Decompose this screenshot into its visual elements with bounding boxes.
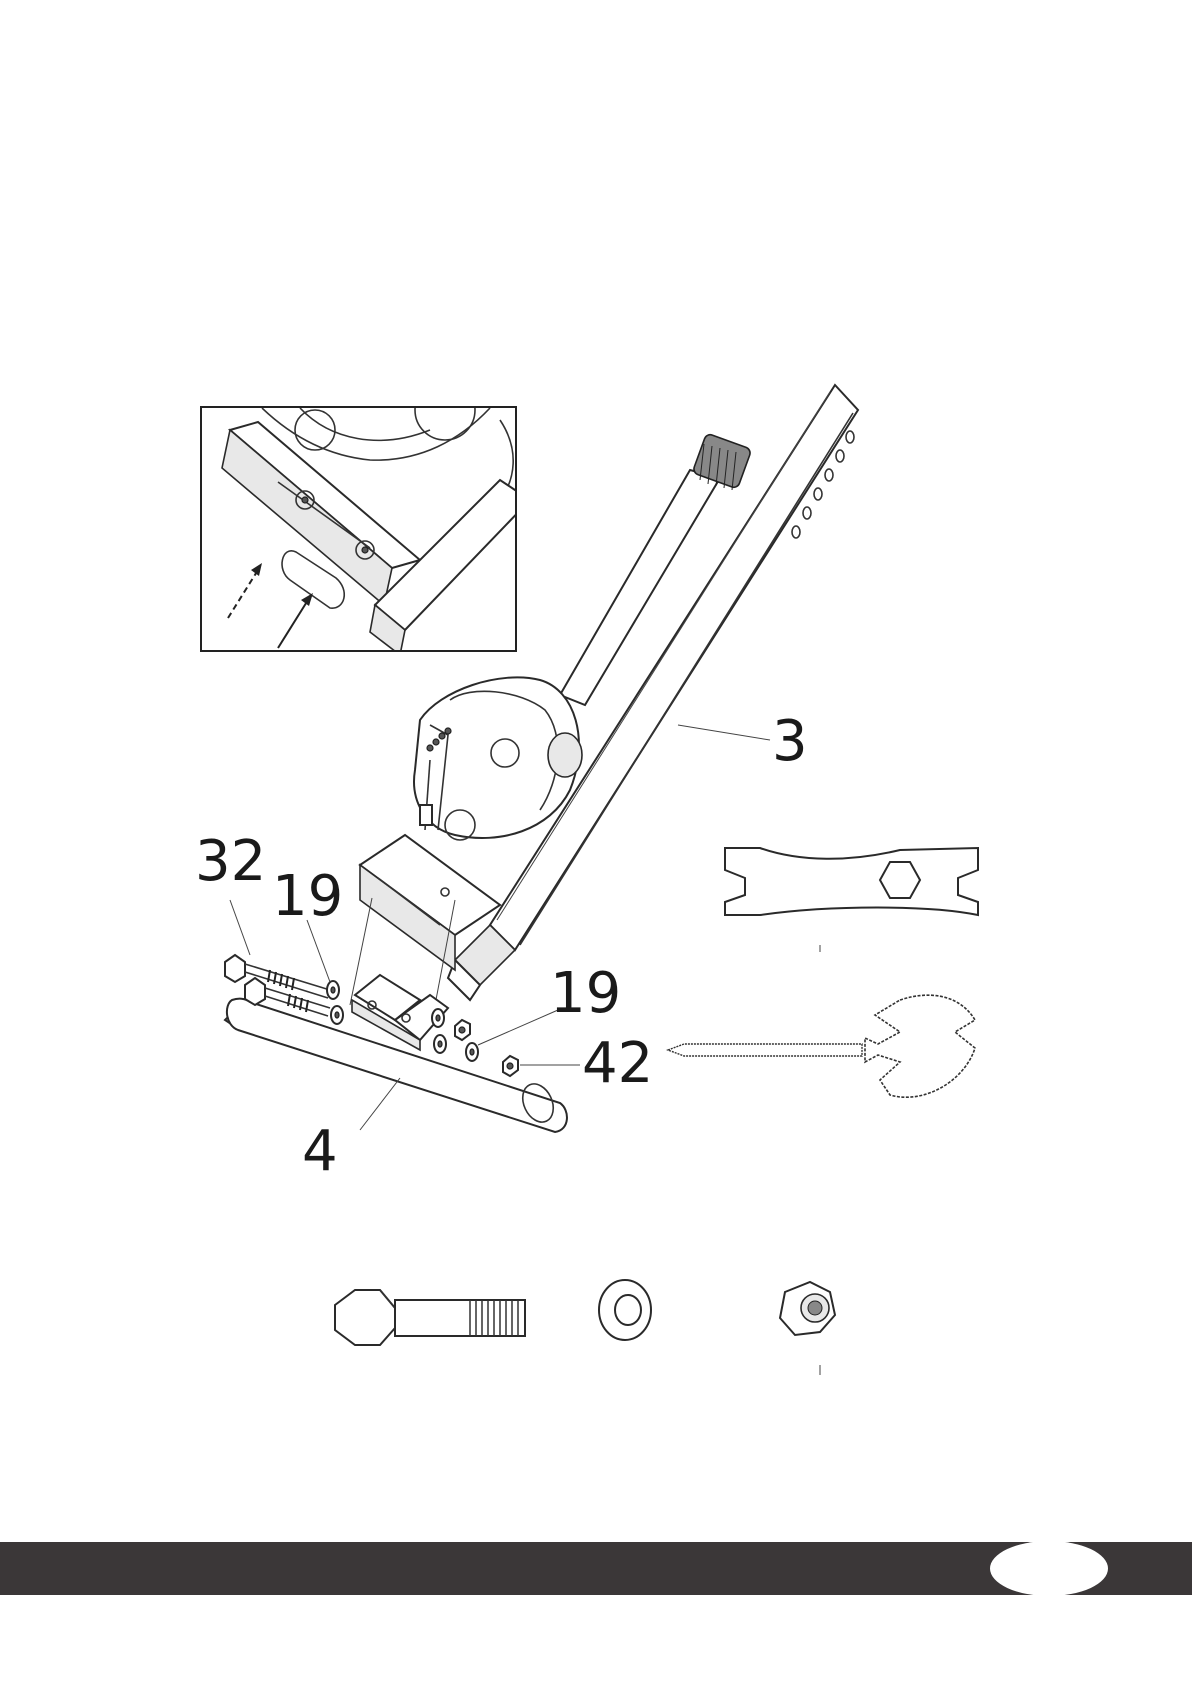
detail-inset [201, 380, 530, 655]
foot-stabilizer [225, 975, 567, 1132]
callout-foot-stabilizer: 4 [302, 1119, 338, 1184]
bolt-icon [335, 1290, 525, 1345]
flat-wrench-icon [725, 848, 978, 952]
callout-washer-right: 19 [550, 961, 621, 1026]
nut-icon [780, 1282, 835, 1335]
callout-bolt: 32 [195, 829, 266, 894]
bracket-housing [414, 677, 582, 840]
callout-nut: 42 [582, 1031, 653, 1096]
washer-icon [599, 1280, 651, 1340]
page-number-badge [990, 1541, 1108, 1596]
hardware-legend [335, 1280, 835, 1375]
callout-frame: 3 [772, 709, 808, 774]
spanner-tool-icon [668, 995, 975, 1097]
callout-washer-left: 19 [272, 864, 343, 929]
